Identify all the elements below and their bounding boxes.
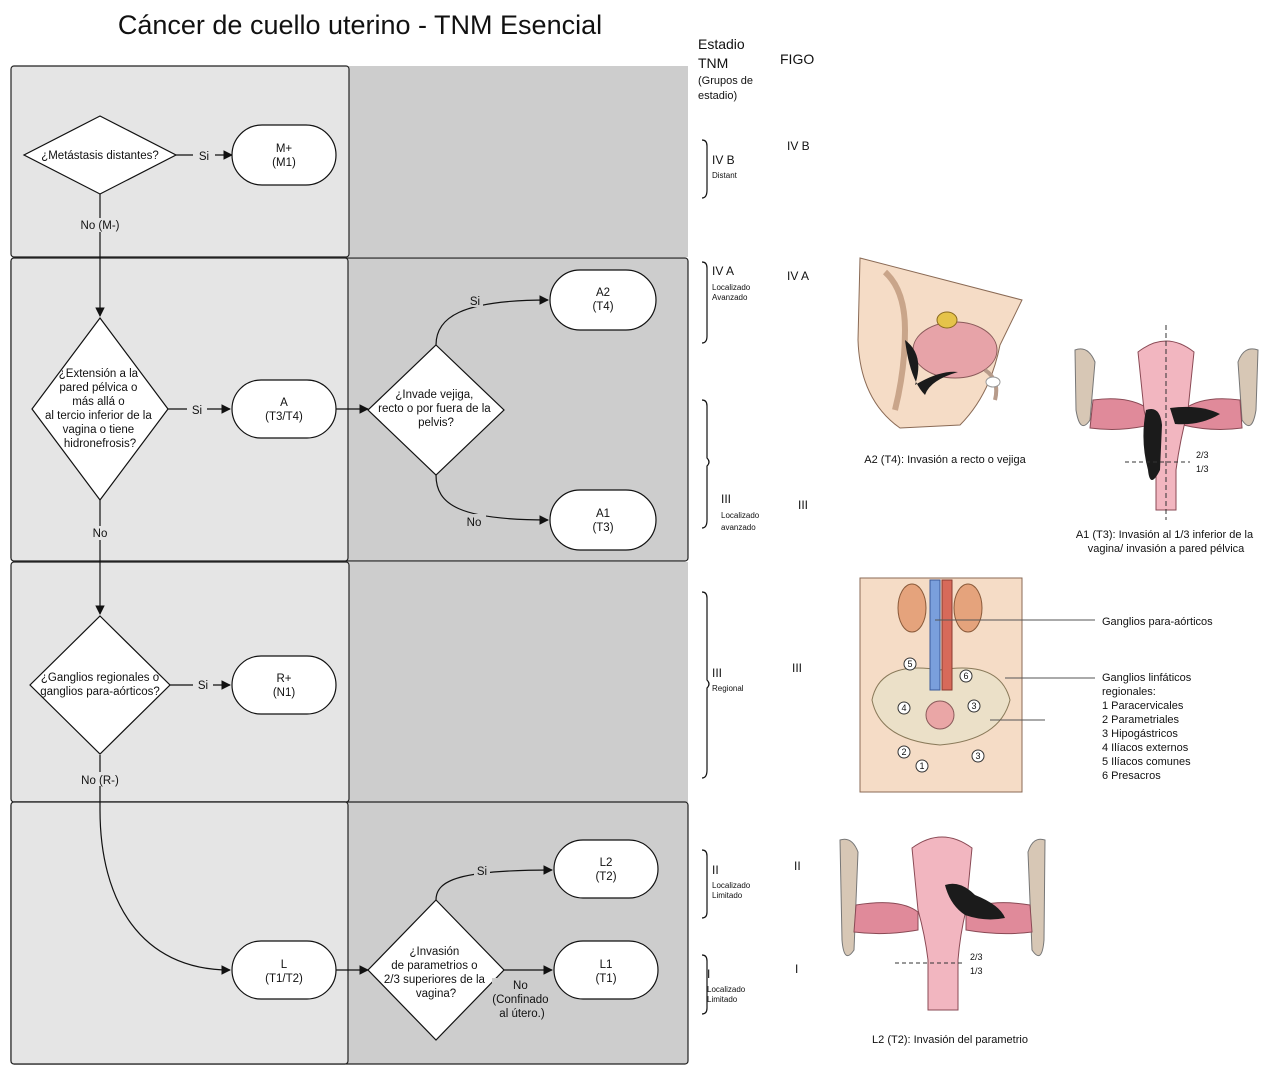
svg-text:2: 2 <box>901 747 906 757</box>
illustration-lymph-nodes: 5 6 4 3 2 3 1 <box>860 578 1095 792</box>
svg-text:2/3: 2/3 <box>1196 450 1209 460</box>
edge-label-no-m: No (M-) <box>81 220 120 232</box>
stage-ivb: IV B Distant IV B <box>712 139 810 180</box>
caption-l2: L2 (T2): Invasión del parametrio <box>872 1034 1028 1046</box>
svg-text:5: 5 <box>907 659 912 669</box>
svg-text:3: 3 <box>975 751 980 761</box>
edge-label-si: Si <box>199 151 209 163</box>
svg-text:3: 3 <box>971 701 976 711</box>
edge-label-no-r: No (R-) <box>81 775 119 787</box>
svg-text:III: III <box>798 498 808 512</box>
figo-header: FIGO <box>780 51 814 67</box>
svg-text:¿Metástasis distantes?: ¿Metástasis distantes? <box>41 150 159 162</box>
caption-para-aorticos: Ganglios para-aórticos <box>1102 616 1213 628</box>
caption-a1: A1 (T3): Invasión al 1/3 inferior de la … <box>1076 529 1256 555</box>
edge-label-no: No <box>93 528 108 540</box>
svg-text:IV B: IV B <box>787 139 810 153</box>
edge-label-si: Si <box>470 296 480 308</box>
terminal-l1: L1(T1) <box>554 941 658 999</box>
terminal-m-plus: M+(M1) <box>232 125 336 185</box>
svg-text:II: II <box>712 863 719 877</box>
svg-text:IV A: IV A <box>712 264 734 278</box>
caption-a2: A2 (T4): Invasión a recto o vejiga <box>864 454 1026 466</box>
svg-text:Regional: Regional <box>712 684 744 693</box>
edge-label-si: Si <box>192 405 202 417</box>
terminal-l: L(T1/T2) <box>232 941 336 999</box>
svg-text:Distant: Distant <box>712 171 738 180</box>
svg-text:1/3: 1/3 <box>970 966 983 976</box>
svg-text:1: 1 <box>919 761 924 771</box>
svg-text:III: III <box>721 492 731 506</box>
illustration-l2-coronal: 2/3 1/3 <box>840 837 1045 1010</box>
svg-text:6: 6 <box>963 671 968 681</box>
edge-label-si: Si <box>198 680 208 692</box>
svg-text:II: II <box>794 859 801 873</box>
svg-text:4: 4 <box>901 703 906 713</box>
page-title: Cáncer de cuello uterino - TNM Esencial <box>118 10 602 40</box>
svg-text:I: I <box>707 967 710 981</box>
terminal-l2: L2(T2) <box>554 840 658 898</box>
illustration-a2-sagittal <box>858 258 1022 428</box>
svg-text:IV B: IV B <box>712 153 735 167</box>
edge-label-si: Si <box>477 866 487 878</box>
caption-ganglios-list: Ganglios linfáticos regionales: 1 Parace… <box>1102 672 1194 782</box>
terminal-a: A(T3/T4) <box>232 380 336 438</box>
terminal-a1: A1(T3) <box>550 490 656 550</box>
svg-text:III: III <box>792 661 802 675</box>
terminal-r-plus: R+(N1) <box>232 656 336 714</box>
svg-text:III: III <box>712 666 722 680</box>
svg-text:I: I <box>795 962 798 976</box>
svg-text:1/3: 1/3 <box>1196 464 1209 474</box>
svg-text:IV A: IV A <box>787 269 809 283</box>
svg-text:2/3: 2/3 <box>970 952 983 962</box>
terminal-a2: A2(T4) <box>550 270 656 330</box>
illustration-a1-coronal: 2/3 1/3 <box>1075 325 1258 520</box>
stage-iii-regional: III Regional III <box>712 661 802 693</box>
edge-label-no: No <box>467 517 482 529</box>
stage-brackets <box>702 140 709 1014</box>
